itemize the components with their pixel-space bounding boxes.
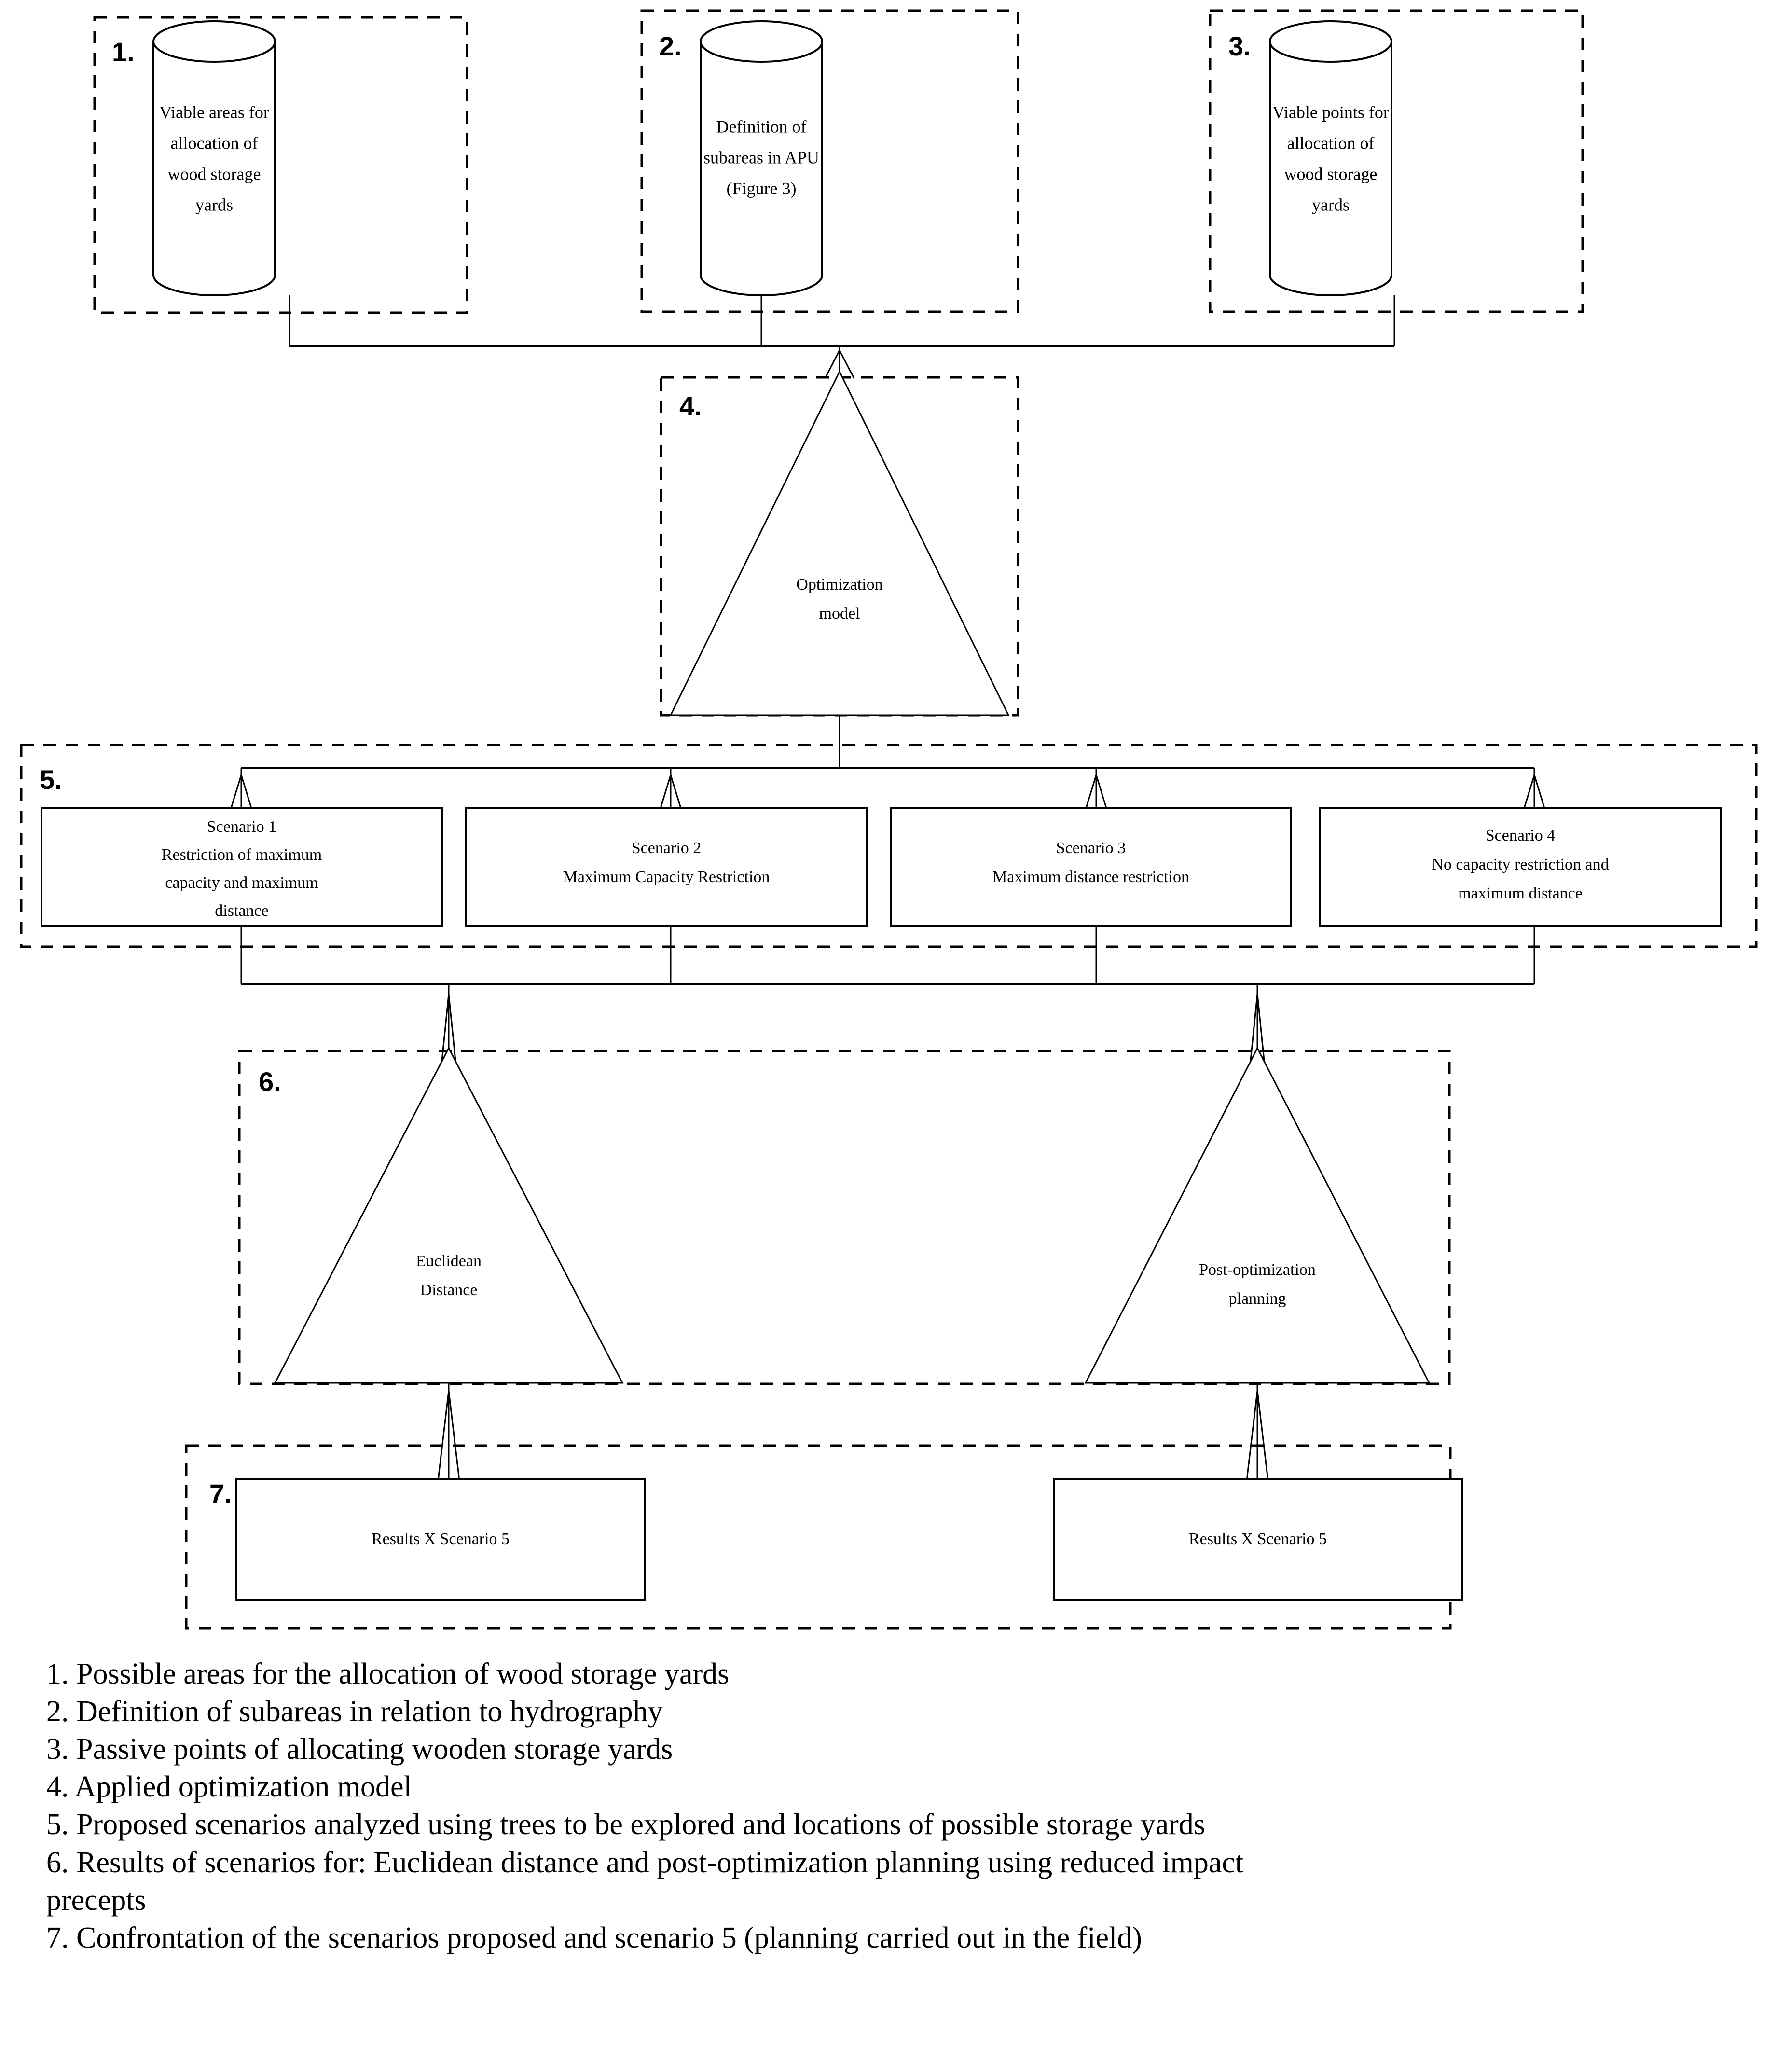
legend-item-2: 2. Definition of subareas in relation to… (46, 1695, 663, 1728)
scenario-box-4: Scenario 4 No capacity restriction and m… (1319, 807, 1722, 927)
legend-item-4: 4. Applied optimization model (46, 1770, 412, 1804)
cylinder-1-line-1: Viable areas for (159, 102, 269, 122)
triangle-post-opt-line-1: Post-optimization (1199, 1261, 1316, 1279)
group-1-container (93, 16, 468, 314)
group-3-container (1209, 9, 1584, 313)
connector-inputs-to-model (289, 295, 1395, 379)
scenario-3-line-1: Maximum distance restriction (992, 868, 1189, 886)
cylinder-1-line-2: allocation of (171, 133, 258, 152)
cylinder-viable-points: Viable points for allocation of wood sto… (1269, 20, 1392, 296)
group-4-number: 4. (679, 391, 702, 421)
scenario-1-line-3: distance (215, 902, 268, 920)
cylinder-2-line-2: subareas in APU (703, 148, 819, 167)
group-1-number: 1. (112, 37, 135, 67)
cylinder-3-line-4: yards (1312, 195, 1350, 214)
cylinder-1-line-4: yards (195, 195, 233, 214)
cylinder-subareas-apu: Definition of subareas in APU (Figure 3) (700, 20, 823, 296)
triangle-optimization-line-1: Optimization (796, 576, 882, 594)
legend-item-7: 7. Confrontation of the scenarios propos… (46, 1921, 1142, 1954)
cylinder-3-line-3: wood storage (1284, 164, 1378, 183)
triangle-optimization-line-2: model (819, 605, 860, 622)
connector-scenarios-to-results (240, 926, 1535, 1099)
connector-model-to-scenarios (230, 715, 1546, 810)
scenario-box-1: Scenario 1 Restriction of maximum capaci… (41, 807, 443, 927)
scenario-box-3: Scenario 3 Maximum distance restriction (890, 807, 1292, 927)
group-2-container (640, 9, 1019, 313)
group-5-number: 5. (40, 764, 62, 795)
scenario-1-title: Scenario 1 (207, 818, 276, 836)
legend-item-6: 6. Results of scenarios for: Euclidean d… (46, 1846, 1244, 1917)
connector-section6-to-section7 (437, 1383, 1269, 1481)
triangle-post-opt-line-2: planning (1229, 1290, 1286, 1308)
group-7-number: 7. (209, 1478, 232, 1509)
scenario-4-line-1: No capacity restriction and (1432, 856, 1609, 873)
scenario-4-title: Scenario 4 (1486, 827, 1555, 844)
triangle-euclidean-line-1: Euclidean (416, 1252, 482, 1270)
scenario-1-line-1: Restriction of maximum (162, 846, 322, 864)
group-2-number: 2. (659, 31, 682, 61)
cylinder-viable-areas: Viable areas for allocation of wood stor… (152, 20, 276, 296)
triangle-euclidean-distance: Euclidean Distance (274, 1046, 624, 1384)
group-6-number: 6. (259, 1066, 281, 1097)
results-right-label: Results X Scenario 5 (1189, 1530, 1327, 1548)
legend-item-1: 1. Possible areas for the allocation of … (46, 1658, 730, 1690)
legend-item-3: 3. Passive points of allocating wooden s… (46, 1733, 673, 1766)
cylinder-1-line-3: wood storage (168, 164, 261, 183)
cylinder-2-line-3: (Figure 3) (727, 179, 797, 198)
cylinder-2-line-1: Definition of (716, 117, 807, 136)
group-3-number: 3. (1228, 31, 1251, 61)
triangle-euclidean-line-2: Distance (420, 1281, 478, 1299)
scenario-1-line-2: capacity and maximum (165, 874, 318, 892)
results-box-right: Results X Scenario 5 (1053, 1478, 1463, 1601)
results-box-left: Results X Scenario 5 (235, 1478, 646, 1601)
cylinder-3-line-1: Viable points for (1272, 102, 1389, 122)
legend-list: 1. Possible areas for the allocation of … (46, 1655, 1711, 1957)
triangle-post-optimization-planning: Post-optimization planning (1084, 1046, 1431, 1384)
legend-item-5: 5. Proposed scenarios analyzed using tre… (46, 1808, 1205, 1841)
triangle-optimization-model: Optimization model (669, 370, 1010, 716)
scenario-3-title: Scenario 3 (1056, 839, 1126, 857)
results-left-label: Results X Scenario 5 (372, 1530, 510, 1548)
group-5-container (20, 744, 1758, 948)
scenario-box-2: Scenario 2 Maximum Capacity Restriction (465, 807, 868, 927)
cylinder-3-line-2: allocation of (1287, 133, 1375, 152)
group-6-container (238, 1050, 1451, 1385)
scenario-4-line-2: maximum distance (1458, 884, 1583, 902)
scenario-2-title: Scenario 2 (632, 839, 701, 857)
scenario-2-line-1: Maximum Capacity Restriction (563, 868, 770, 886)
